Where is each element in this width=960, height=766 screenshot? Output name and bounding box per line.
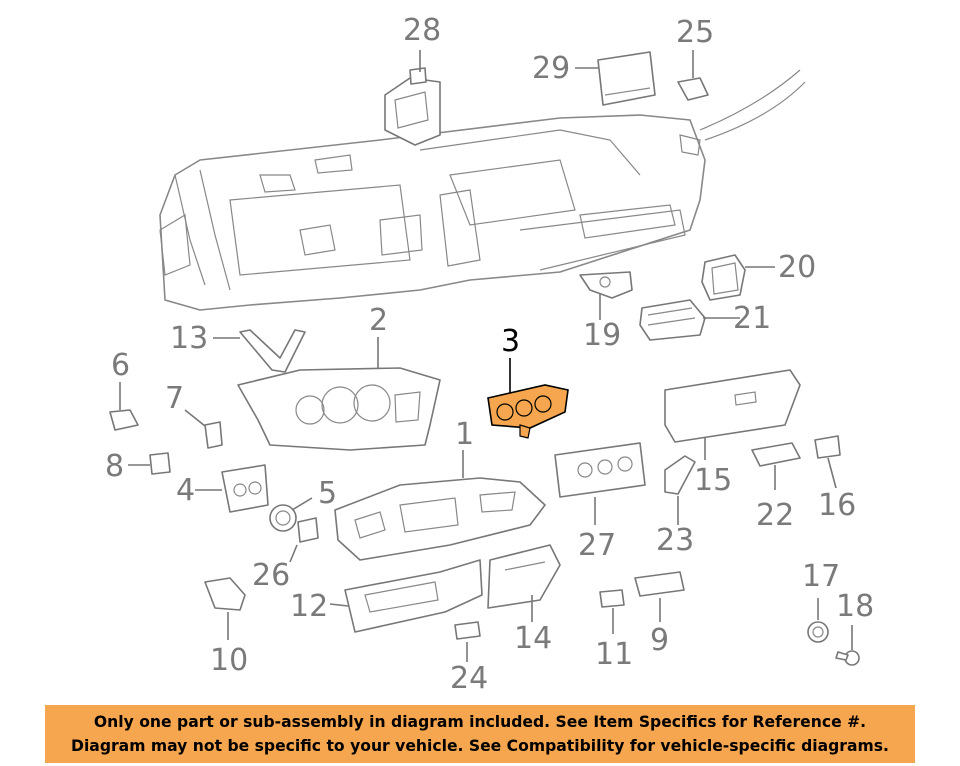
part-2 [237,367,441,451]
callout-13: 13 [170,321,208,356]
part-18 [835,650,860,666]
callout-24: 24 [450,661,488,696]
part-1 [334,477,546,561]
callout-14: 14 [514,621,552,656]
part-15 [664,369,801,443]
dashboard-frame [159,69,806,311]
callout-15: 15 [694,463,732,498]
disclaimer-banner: Only one part or sub-assembly in diagram… [45,705,915,763]
callout-4: 4 [176,473,195,508]
callout-10: 10 [210,643,248,678]
callout-22: 22 [756,498,794,533]
callout-20: 20 [778,250,816,285]
part-20 [701,254,746,301]
part-24 [454,621,481,640]
part-25 [677,77,709,101]
disclaimer-line-1: Only one part or sub-assembly in diagram… [93,713,867,731]
callout-6: 6 [111,348,130,383]
part-13 [239,329,306,373]
callout-3: 3 [501,324,520,359]
leader-lines [119,50,853,662]
callout-16: 16 [818,488,856,523]
part-7 [204,421,223,449]
part-22 [751,442,801,467]
callout-26: 26 [252,558,290,593]
parts-diagram: 28 29 25 20 21 19 13 2 3 6 7 8 4 5 1 15 … [105,13,874,696]
callout-28: 28 [403,13,441,48]
part-26 [297,517,319,543]
callout-21: 21 [733,301,771,336]
part-9 [634,571,685,597]
part-17 [807,621,829,643]
disclaimer-line-2: Diagram may not be specific to your vehi… [71,737,889,755]
callout-29: 29 [532,51,570,86]
callout-25: 25 [676,15,714,50]
part-27 [554,442,646,498]
callout-7: 7 [165,381,184,416]
part-29 [597,51,656,106]
callout-1: 1 [455,417,474,452]
part-10 [204,577,246,611]
callout-23: 23 [656,523,694,558]
callout-19: 19 [583,318,621,353]
callout-17: 17 [802,559,840,594]
callout-11: 11 [595,637,633,672]
callout-5: 5 [318,476,337,511]
part-3-highlighted [487,384,569,439]
part-8 [149,452,171,475]
part-4 [221,464,269,513]
part-6 [109,409,139,431]
callout-2: 2 [369,303,388,338]
callout-12: 12 [290,589,328,624]
part-21 [639,299,706,341]
callout-9: 9 [650,623,669,658]
callout-8: 8 [105,449,124,484]
part-28 [384,67,441,146]
part-5 [269,504,297,532]
callout-27: 27 [578,528,616,563]
callout-18: 18 [836,589,874,624]
part-14 [487,544,561,609]
part-23 [664,455,696,495]
part-16 [814,435,841,459]
part-11 [599,589,625,608]
part-12 [344,559,483,633]
part-19 [579,271,633,299]
